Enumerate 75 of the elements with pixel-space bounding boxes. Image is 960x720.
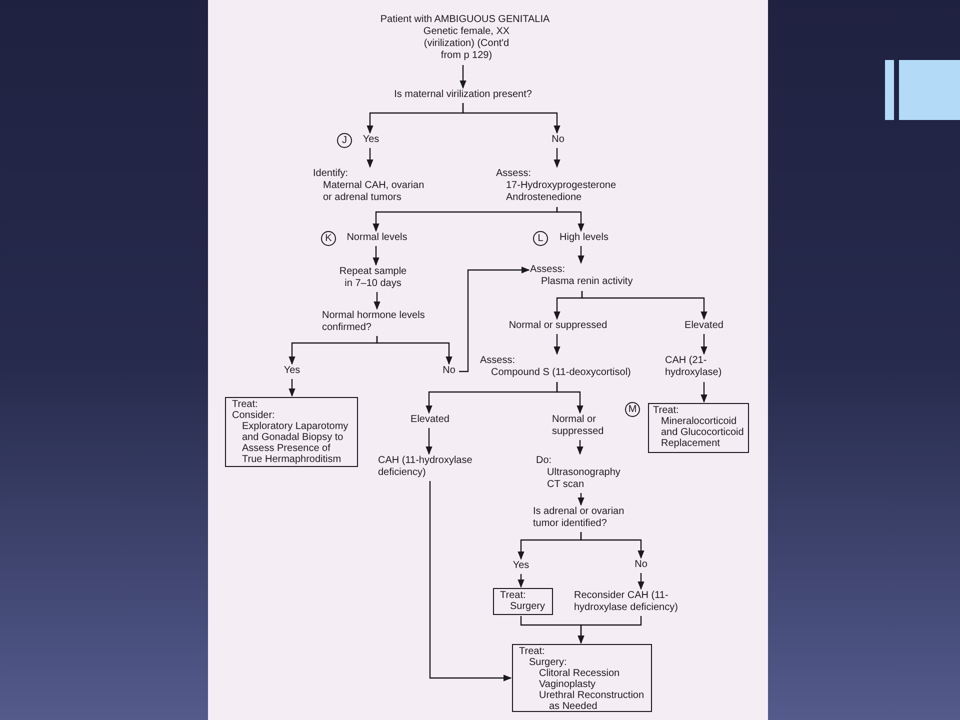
step-label: No — [442, 365, 456, 377]
step-label: Consider: — [232, 410, 276, 421]
step-label: Clitoral Recession — [539, 668, 621, 679]
arrow — [581, 291, 708, 320]
step-heading: Treat: — [653, 405, 680, 416]
step-label: Maternal CAH, ovarian or adrenal tumors — [323, 180, 426, 204]
arrow — [429, 481, 512, 682]
step-label: Normal or suppressed — [552, 414, 605, 438]
step-label: Compound S (11-deoxycortisol) — [491, 367, 632, 379]
callout-letter: L — [533, 231, 548, 246]
arrow — [426, 428, 432, 455]
action-box — [493, 588, 553, 615]
step-label: Exploratory Laparotomy and Gonadal Biopsy to Assess Presence of True Hermaphroditism — [242, 421, 350, 465]
arrow — [372, 246, 380, 266]
arrow — [638, 573, 644, 590]
arrow — [518, 574, 524, 588]
arrow — [288, 379, 296, 397]
step-heading: Identify: — [313, 168, 350, 180]
step-heading: Treat: — [232, 399, 259, 410]
step-heading: Assess: — [496, 168, 532, 180]
step-label: Elevated — [410, 414, 450, 426]
step-label: Reconsider CAH (11-hydroxylase deficiency) — [574, 590, 679, 614]
arrow — [554, 148, 560, 168]
step-label: Surgery: — [529, 657, 568, 668]
step-label: Ultrasonography CT scan — [547, 467, 622, 491]
arrow — [462, 103, 560, 134]
callout-letter: J — [337, 133, 352, 148]
arrow — [576, 440, 584, 455]
arrow — [578, 246, 584, 264]
step-label: 17-Hydroxyprogesterone Androstenedione — [506, 180, 618, 204]
arrow — [459, 266, 530, 372]
step-label: Urethral Reconstruction as Needed — [539, 690, 646, 712]
step-label: CAH (21-hydroxylase) — [665, 355, 723, 379]
step-label: No — [550, 134, 566, 146]
step-label: Normal or suppressed — [508, 320, 608, 332]
callout-letter: K — [321, 231, 336, 246]
action-box — [512, 644, 652, 712]
step-heading: Assess: — [480, 355, 516, 367]
step-label: Vaginoplasty — [539, 679, 597, 690]
arrow — [374, 292, 380, 310]
step-label: Yes — [512, 560, 530, 572]
arrow — [554, 334, 560, 355]
step-label: Is adrenal or ovarian tumor identified? — [533, 506, 626, 530]
step-label: Repeat sample in 7–10 days — [338, 266, 408, 290]
arrow — [700, 334, 708, 355]
step-label: High levels — [558, 232, 610, 244]
callout-letter: M — [625, 402, 640, 417]
step-label: Yes — [282, 365, 302, 377]
step-heading: Treat: — [500, 590, 527, 601]
arrow — [578, 616, 642, 644]
step-label: Normal hormone levels confirmed? — [322, 310, 426, 334]
action-box — [225, 397, 358, 467]
step-label: Yes — [362, 134, 380, 146]
step-label: No — [634, 559, 648, 571]
action-box — [648, 403, 749, 453]
step-heading: Patient with AMBIGUOUS GENITALIA — [379, 14, 551, 26]
step-label: Elevated — [684, 320, 724, 332]
step-label: Normal levels — [346, 232, 408, 244]
step-heading: Do: — [536, 455, 553, 467]
step-heading: Assess: — [530, 264, 566, 276]
arrow — [376, 336, 452, 365]
arrow — [580, 532, 644, 559]
arrow — [366, 148, 374, 168]
arrow — [460, 65, 466, 89]
arrow — [578, 493, 584, 506]
arrow — [556, 382, 584, 414]
step-label: CAH (11-hydroxylase deficiency) — [378, 455, 474, 479]
step-label: Plasma renin activity — [541, 276, 634, 288]
arrow — [700, 382, 708, 403]
step-label: Genetic female, XX (virilization) (Cont'd from p 129) — [422, 26, 511, 62]
step-label: Is maternal virilization present? — [393, 89, 533, 101]
step-heading: Treat: — [519, 646, 546, 657]
step-label: Mineralocorticoid and Glucocorticoid Replacement — [661, 416, 745, 449]
arrow — [556, 207, 584, 232]
step-label: Surgery — [510, 601, 546, 612]
